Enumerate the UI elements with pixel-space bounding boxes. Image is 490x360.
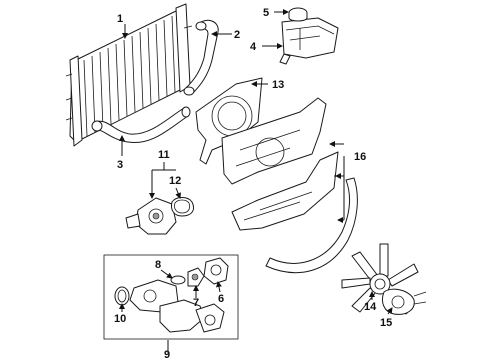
water-pump-gasket	[171, 197, 195, 217]
upper-radiator-hose	[183, 19, 219, 96]
lower-radiator-hose	[91, 106, 191, 144]
callout-1: 1	[117, 13, 123, 25]
thermostat-cover	[203, 257, 229, 285]
callout-11: 11	[158, 149, 170, 161]
thermostat-housing	[129, 279, 225, 333]
fan-shroud-lower	[231, 151, 339, 231]
thermostat-gasket-large	[114, 286, 130, 306]
thermostat-o-ring	[170, 275, 186, 285]
callout-7: 7	[193, 297, 199, 309]
callout-2: 2	[234, 29, 240, 41]
callout-13: 13	[272, 79, 284, 91]
callout-8: 8	[155, 259, 161, 271]
coolant-reservoir	[279, 17, 339, 65]
callout-4: 4	[250, 41, 257, 53]
leader-lines	[119, 9, 393, 354]
reservoir-cap	[288, 7, 308, 22]
fan-shroud-upper	[221, 97, 327, 185]
callout-16: 16	[354, 151, 366, 163]
callout-5: 5	[263, 7, 269, 19]
callout-9: 9	[164, 349, 170, 360]
callout-3: 3	[117, 159, 123, 171]
callout-10: 10	[114, 313, 126, 325]
callout-14: 14	[364, 301, 377, 313]
callout-6: 6	[218, 293, 224, 305]
thermostat	[187, 267, 205, 287]
callout-15: 15	[380, 317, 392, 329]
fan-shroud-ring	[265, 177, 358, 274]
radiator	[65, 3, 193, 147]
water-pump	[125, 197, 177, 235]
fan-clutch	[381, 288, 427, 315]
callout-labels: 1 2 3 4 5 6 7 8 9 10 11 12 13 14 15 16	[114, 7, 392, 360]
callout-12: 12	[169, 175, 181, 187]
upper-fan-shroud	[195, 77, 263, 165]
thermostat-housing-group-box	[103, 254, 239, 340]
